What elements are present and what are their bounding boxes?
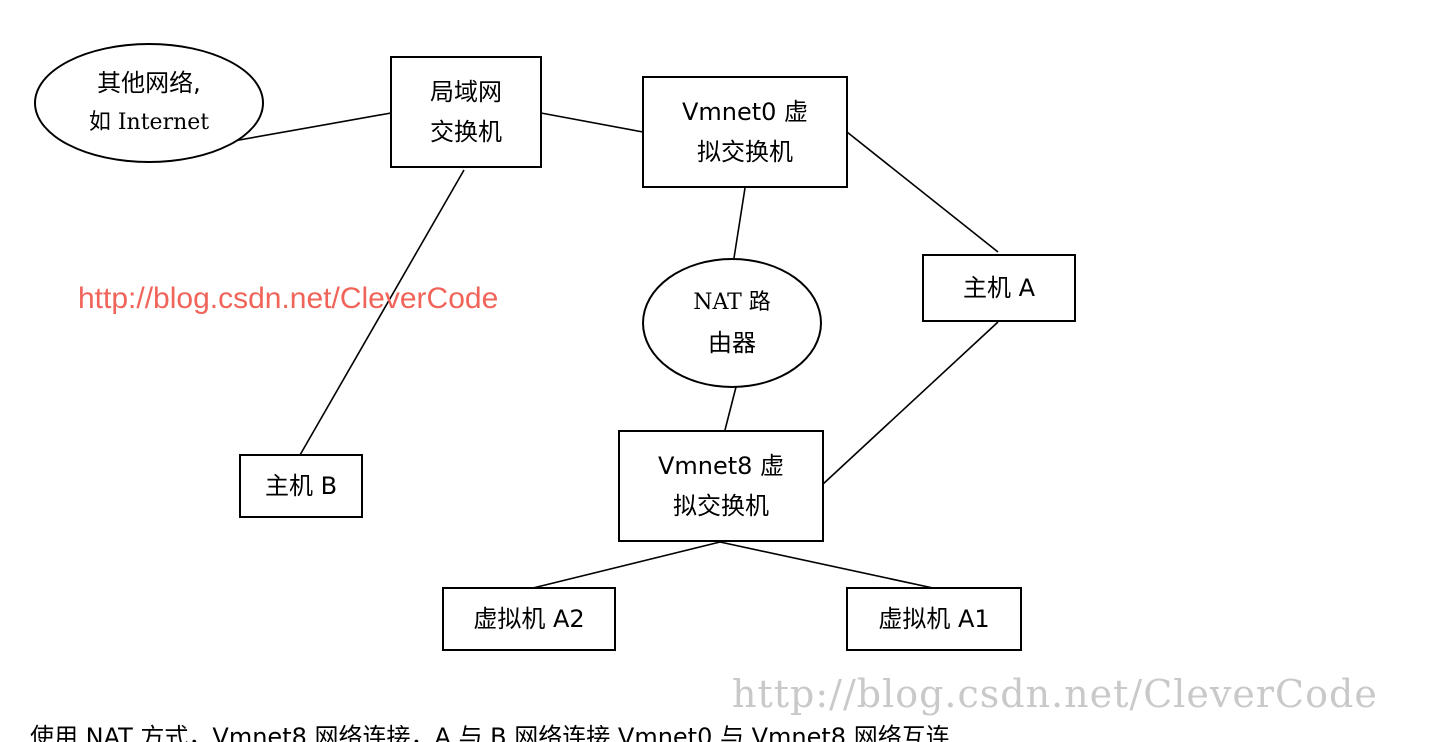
vm-a1-label: 虚拟机 A1 xyxy=(878,605,990,633)
vmnet8-switch-node: Vmnet8 虚 拟交换机 xyxy=(618,430,824,542)
link-hosta-vmnet8 xyxy=(821,321,999,486)
nat-router-line2: 由器 xyxy=(707,329,756,357)
vm-a2-node: 虚拟机 A2 xyxy=(442,587,616,651)
link-internet-lan xyxy=(227,112,392,143)
nat-router-node: NAT 路 由器 xyxy=(642,258,822,388)
link-vmnet0-nat xyxy=(733,187,746,259)
other-networks-node: 其他网络, 如 Internet xyxy=(34,43,264,163)
link-lan-vmnet0 xyxy=(540,112,644,133)
vm-a2-label: 虚拟机 A2 xyxy=(473,605,585,633)
link-vmnet8-a1 xyxy=(719,541,934,589)
link-nat-vmnet8 xyxy=(724,386,737,431)
nat-router-line1: NAT 路 xyxy=(693,290,771,315)
lan-switch-line2: 交换机 xyxy=(430,118,502,146)
link-vmnet8-a2 xyxy=(532,541,721,589)
watermark-gray-url: http://blog.csdn.net/CleverCode xyxy=(732,672,1378,716)
link-lan-hostb xyxy=(299,169,465,456)
other-networks-line2: 如 Internet xyxy=(88,110,210,135)
host-a-label: 主机 A xyxy=(962,274,1036,302)
host-b-node: 主机 B xyxy=(239,454,363,518)
cut-off-caption: 使用 NAT 方式，Vmnet8 网络连接，A 与 B 网络连接 Vmnet0 … xyxy=(30,723,950,742)
host-a-node: 主机 A xyxy=(922,254,1076,322)
lan-switch-node: 局域网 交换机 xyxy=(390,56,542,168)
other-networks-line1: 其他网络, xyxy=(97,69,201,97)
host-b-label: 主机 B xyxy=(264,472,338,500)
vmnet8-line1: Vmnet8 虚 xyxy=(657,452,785,480)
vmnet0-line1: Vmnet0 虚 xyxy=(681,98,809,126)
link-vmnet0-hosta xyxy=(846,131,999,253)
vm-a1-node: 虚拟机 A1 xyxy=(846,587,1022,651)
vmnet0-switch-node: Vmnet0 虚 拟交换机 xyxy=(642,76,848,188)
watermark-red-url: http://blog.csdn.net/CleverCode xyxy=(78,282,499,315)
vmnet0-line2: 拟交换机 xyxy=(697,138,793,166)
lan-switch-line1: 局域网 xyxy=(430,78,502,106)
vmnet8-line2: 拟交换机 xyxy=(673,492,769,520)
